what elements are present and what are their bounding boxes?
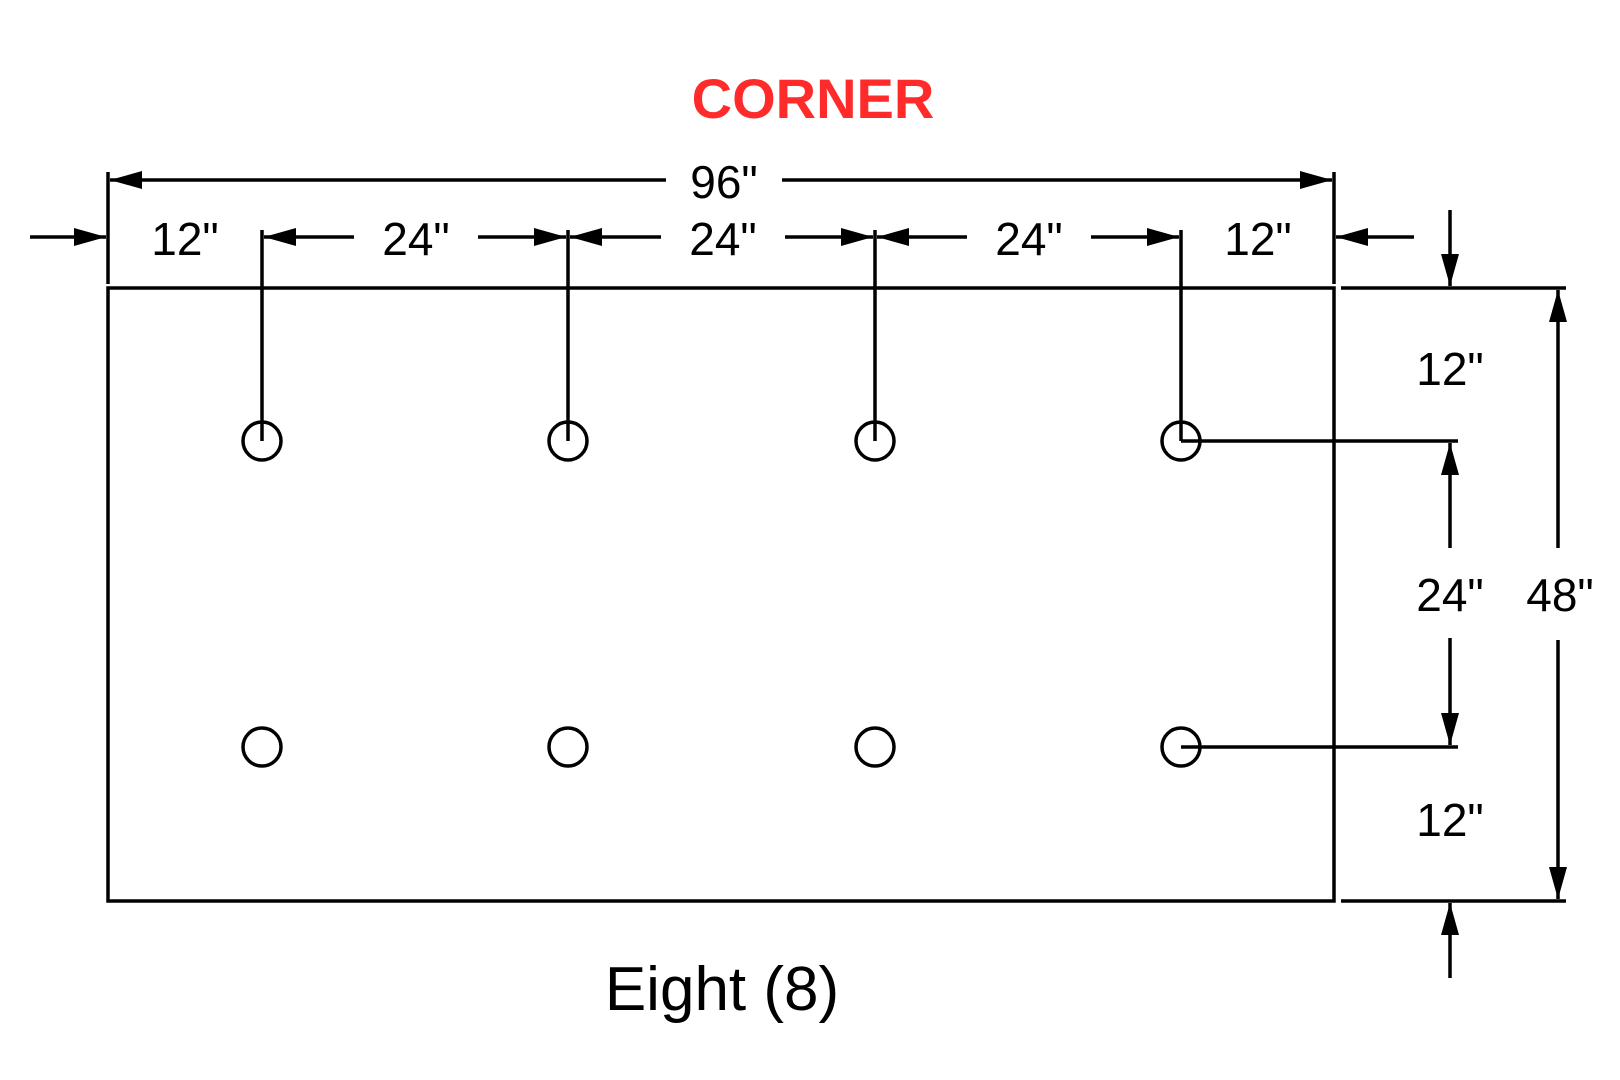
diagram-title: CORNER — [692, 67, 935, 130]
dim-label-right-12-bottom: 12" — [1416, 794, 1484, 846]
hole-row2-col2 — [547, 726, 589, 768]
dimension-top-gap-2: 24" — [570, 213, 873, 265]
dim-label-48: 48" — [1526, 569, 1594, 621]
dim-label-top-24-1: 24" — [382, 213, 450, 265]
dim-label-96: 96" — [690, 156, 758, 208]
diagram-caption: Eight (8) — [605, 955, 839, 1024]
holes — [241, 420, 1202, 768]
dimension-right-bottom-edge: 12" — [1416, 794, 1484, 978]
dim-label-right-12-top: 12" — [1416, 343, 1484, 395]
panel-outline — [106, 286, 1336, 903]
dimension-top-gap-1: 24" — [264, 213, 566, 265]
dim-label-top-24-3: 24" — [995, 213, 1063, 265]
dim-label-top-12-right: 12" — [1224, 213, 1292, 265]
hole-row2-col3 — [854, 726, 896, 768]
dimension-right-between-rows: 24" — [1416, 443, 1484, 745]
dimension-overall-height: 48" — [1526, 290, 1594, 899]
dimension-overall-width: 96" — [110, 156, 1332, 208]
dimension-top-left-edge: 12" — [30, 213, 219, 265]
hole-row2-col1 — [241, 726, 283, 768]
dimension-top-right-edge: 12" — [1224, 213, 1414, 265]
dim-label-right-24: 24" — [1416, 569, 1484, 621]
hole-extension-lines — [260, 230, 1458, 749]
dimension-top-gap-3: 24" — [877, 213, 1179, 265]
dimension-right-top-edge: 12" — [1416, 210, 1484, 395]
dim-label-top-12-left: 12" — [151, 213, 219, 265]
dim-label-top-24-2: 24" — [689, 213, 757, 265]
edge-extension-lines — [106, 172, 1566, 903]
